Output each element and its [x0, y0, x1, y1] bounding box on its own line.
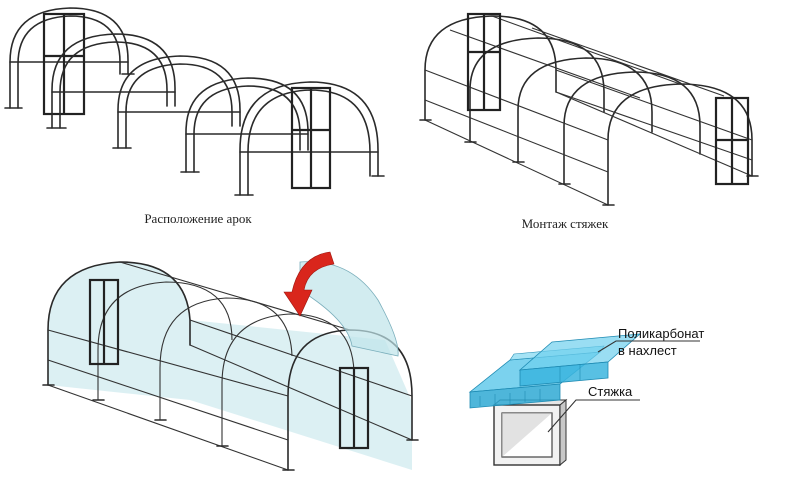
leader-polycarbonate	[597, 340, 700, 353]
arch-4	[180, 77, 309, 173]
cover-back-arch	[47, 261, 191, 386]
front-arch	[607, 83, 753, 206]
polycarbonate-cover	[48, 262, 412, 470]
tie-profile	[492, 398, 568, 467]
middle-arch-2	[517, 57, 653, 163]
flying-sheet	[299, 261, 399, 357]
label-polycarbonate: Поликарбонат	[618, 326, 704, 341]
longitudinal-ties	[424, 15, 753, 206]
cover-front-door	[338, 366, 370, 450]
middle-arch-3	[563, 71, 701, 185]
cover-ties	[47, 261, 413, 471]
caption-tie-mounting: Монтаж стяжек	[522, 216, 609, 231]
front-door	[714, 96, 750, 186]
cover-back-door	[88, 278, 120, 366]
label-overlap: в нахлест	[618, 343, 677, 358]
back-door	[466, 12, 502, 112]
leader-tie	[547, 399, 640, 433]
caption-arch-placement: Расположение арок	[144, 211, 252, 226]
panel-detail: Поликарбонат в нахлест Стяжка	[468, 326, 704, 467]
curved-arrow-icon	[283, 251, 335, 317]
middle-arch-1	[469, 37, 605, 143]
door-arch-1	[42, 12, 86, 116]
panel-covering	[42, 251, 419, 471]
cover-inner-arch-3	[221, 313, 355, 446]
cover-inner-arch-2	[159, 297, 293, 420]
cover-feet	[42, 384, 419, 471]
cover-inner-arch-1	[97, 281, 233, 400]
polycarbonate-sheets	[468, 333, 642, 409]
feet	[419, 119, 759, 206]
panel-arch-placement: Расположение арок	[4, 7, 385, 226]
arch-5	[234, 81, 385, 196]
arch-1	[4, 7, 135, 109]
label-tie: Стяжка	[588, 384, 633, 399]
panel-tie-mounting: Монтаж стяжек	[419, 12, 759, 231]
door-arch-5	[290, 86, 332, 190]
